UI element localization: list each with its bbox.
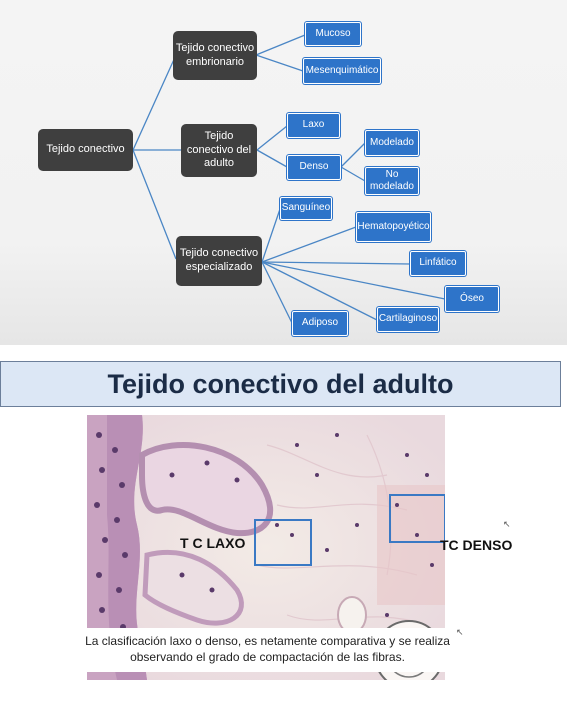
node-mucoso: Mucoso: [305, 22, 361, 46]
node-modelado: Modelado: [365, 130, 419, 156]
slide-separator: [0, 346, 582, 360]
roi-denso-box: [389, 494, 445, 543]
node-linfatico: Linfático: [410, 251, 466, 276]
node-embrionario: Tejido conectivo embrionario: [173, 31, 257, 80]
roi-laxo-box: [254, 519, 312, 566]
concept-map-slide: Tejido conectivo Tejido conectivo embrio…: [0, 0, 567, 345]
node-mesenquimatico: Mesenquimático: [303, 58, 381, 84]
node-adiposo: Adiposo: [292, 311, 348, 336]
slide-title-bar: Tejido conectivo del adulto: [0, 361, 561, 407]
label-tc-denso: TC DENSO: [440, 537, 513, 553]
connector-lines: [132, 34, 446, 324]
cursor-icon-2: ↖: [456, 627, 464, 637]
slide-title: Tejido conectivo del adulto: [107, 368, 454, 399]
node-cartilaginoso: Cartilaginoso: [377, 307, 439, 332]
node-sanguineo: Sanguíneo: [280, 197, 332, 220]
node-hematopoyetico: Hematopoyético: [356, 212, 431, 242]
node-no-modelado: No modelado: [365, 167, 419, 195]
cursor-icon: ↖: [503, 519, 511, 529]
node-especializado: Tejido conectivo especializado: [176, 236, 262, 286]
node-oseo: Óseo: [445, 286, 499, 312]
slide-caption: La clasificación laxo o denso, es netame…: [60, 628, 475, 672]
adult-tissue-slide: Tejido conectivo del adulto: [0, 360, 582, 702]
label-tc-laxo: T C LAXO: [180, 535, 246, 551]
node-laxo: Laxo: [287, 113, 340, 138]
node-adulto: Tejido conectivo del adulto: [181, 124, 257, 177]
node-root: Tejido conectivo: [38, 129, 133, 171]
node-denso: Denso: [287, 155, 341, 180]
